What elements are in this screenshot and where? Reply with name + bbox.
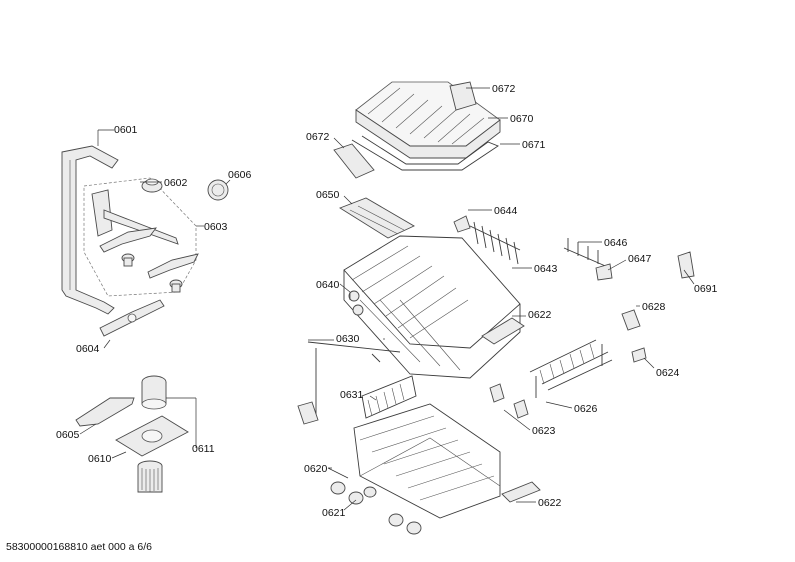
filter-disc [207, 179, 229, 201]
filter-cylinder-top [141, 375, 167, 410]
tine-holder-0646 [563, 238, 611, 269]
tray-slide-rail-left [333, 143, 375, 179]
label-0643: 0643 [534, 263, 558, 275]
label-0672-top: 0672 [492, 83, 516, 95]
label-0647: 0647 [628, 253, 652, 265]
label-0630: 0630 [336, 333, 360, 345]
label-0631: 0631 [340, 389, 364, 401]
cutlery-insert [361, 375, 417, 419]
tray-slide-rail-right [449, 81, 477, 111]
cutlery-tray-frame [351, 135, 499, 171]
spray-arm-bearing [141, 178, 163, 193]
spray-arm-pipe [61, 145, 119, 315]
label-0628: 0628 [642, 301, 666, 313]
label-0603: 0603 [204, 221, 228, 233]
cup-shelf [338, 197, 415, 239]
label-0602: 0602 [164, 177, 188, 189]
label-0611: 0611 [192, 443, 215, 455]
label-0622-lower: 0622 [538, 497, 562, 509]
label-0650: 0650 [316, 189, 340, 201]
upper-spray-arm-hub [91, 189, 179, 245]
basket-handle-upper [481, 317, 525, 345]
spray-arm-blade-middle [147, 253, 199, 279]
fine-filter-plate [115, 415, 189, 457]
micro-filter-cylinder [137, 460, 163, 493]
plate-rack-insert [529, 339, 613, 398]
label-0646: 0646 [604, 237, 628, 249]
clip-0628 [621, 309, 641, 331]
clip-0644 [453, 215, 471, 233]
label-0606: 0606 [228, 169, 252, 181]
label-0604: 0604 [76, 343, 100, 355]
lower-spray-arm [99, 299, 165, 337]
clip-0691 [677, 251, 695, 279]
lower-basket-wheels [330, 481, 422, 535]
document-reference: 58300000168810 aet 000 a 6/6 [6, 541, 152, 553]
cutlery-tray [355, 81, 501, 159]
label-0605: 0605 [56, 429, 80, 441]
label-0624: 0624 [656, 367, 680, 379]
label-0691: 0691 [694, 283, 718, 295]
label-0644: 0644 [494, 205, 518, 217]
label-0640: 0640 [316, 279, 340, 291]
label-0622-upper: 0622 [528, 309, 552, 321]
label-0626: 0626 [574, 403, 598, 415]
tine-rack-upper [469, 221, 521, 265]
label-0672-left: 0672 [306, 131, 330, 143]
spray-arm-blade-upper [99, 227, 158, 253]
clip-0623 [489, 383, 529, 419]
label-0610: 0610 [88, 453, 112, 465]
lower-basket-tine-rack [297, 341, 401, 425]
upper-basket [343, 235, 521, 379]
upper-basket-wheels [348, 290, 364, 316]
label-0670: 0670 [510, 113, 534, 125]
label-0671: 0671 [522, 139, 546, 151]
nozzle-small-a [121, 253, 135, 267]
label-0621: 0621 [322, 507, 346, 519]
label-0620: 0620 [304, 463, 328, 475]
lower-basket [353, 403, 501, 519]
clip-0647 [595, 263, 613, 281]
clip-0624 [631, 347, 647, 363]
nozzle-small-b [169, 279, 183, 293]
label-0623: 0623 [532, 425, 556, 437]
filter-plate-half [75, 397, 135, 427]
label-0601: 0601 [114, 124, 138, 136]
basket-handle-lower [501, 481, 541, 503]
leader-lines [79, 87, 695, 511]
